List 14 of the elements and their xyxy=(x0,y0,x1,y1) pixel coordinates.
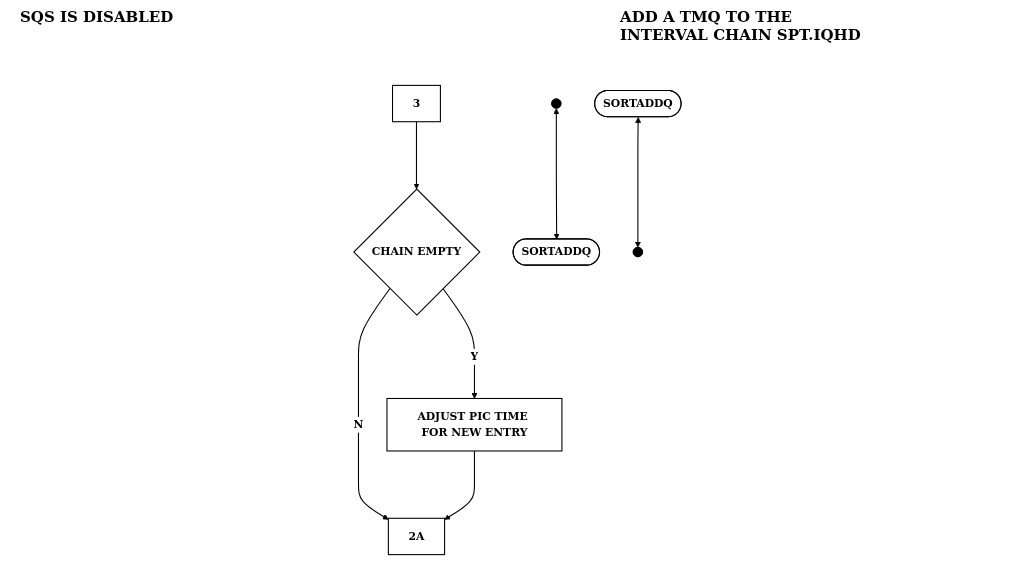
node-diamond: CHAIN EMPTY xyxy=(352,188,481,316)
arrow xyxy=(634,117,641,248)
note-text: ADD A TMQ TO THE INTERVAL CHAIN SPT.IQHD xyxy=(620,8,862,44)
edge-label: Y xyxy=(470,350,478,363)
arrow xyxy=(444,450,475,520)
node-box: ADJUST PIC TIME FOR NEW ENTRY xyxy=(386,397,563,452)
node-box: 3 xyxy=(391,84,441,123)
arrow xyxy=(553,108,560,240)
edge-label: N xyxy=(353,418,364,431)
node-box: 2A xyxy=(387,517,445,556)
arrow xyxy=(442,287,478,399)
note-text: SQS IS DISABLED xyxy=(20,8,174,26)
arrow xyxy=(357,287,391,520)
arrow xyxy=(413,121,420,190)
